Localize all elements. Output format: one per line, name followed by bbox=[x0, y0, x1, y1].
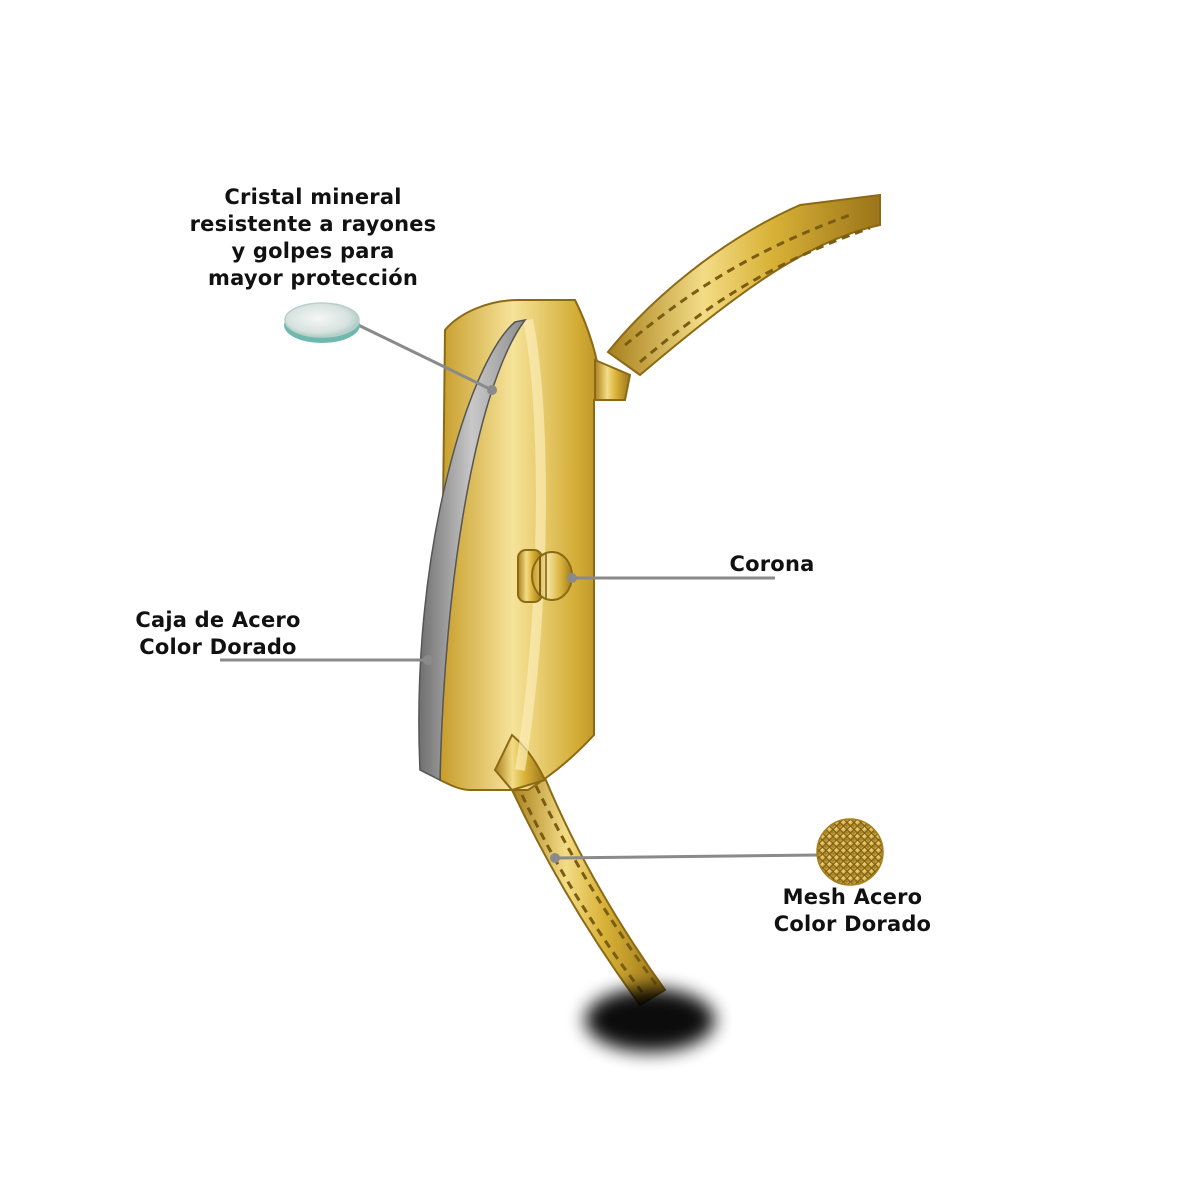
leader-dot-case bbox=[423, 655, 433, 665]
crystal-annotation-line-4: mayor protección bbox=[208, 266, 418, 290]
leader-line-crystal bbox=[351, 320, 493, 392]
crystal-annotation-line-3: y golpes para bbox=[231, 239, 395, 263]
leader-dot-mesh bbox=[550, 853, 560, 863]
mesh-annotation-line-2: Color Dorado bbox=[773, 912, 932, 936]
watch-crown bbox=[517, 549, 573, 603]
mesh-annotation-line-1: Mesh Acero bbox=[782, 885, 923, 909]
glass-crystal-icon bbox=[284, 302, 360, 343]
case-annotation-line-2: Color Dorado bbox=[139, 635, 297, 659]
crown-annotation: Corona bbox=[722, 551, 822, 578]
gold-mesh-swatch-icon bbox=[816, 818, 884, 886]
crystal-annotation-line-2: resistente a rayones bbox=[189, 212, 437, 236]
case-annotation-line-1: Caja de Acero bbox=[135, 608, 301, 632]
mesh-annotation: Mesh Acero Color Dorado bbox=[765, 884, 940, 938]
leader-line-mesh bbox=[554, 853, 821, 860]
case-annotation: Caja de Acero Color Dorado bbox=[128, 607, 308, 661]
lower-mesh-strap bbox=[510, 776, 667, 1007]
leader-dots bbox=[423, 385, 577, 863]
leader-dot-crystal bbox=[487, 385, 497, 395]
leader-lines bbox=[220, 320, 821, 860]
crystal-annotation-line-1: Cristal mineral bbox=[224, 185, 402, 209]
strap-shadow bbox=[585, 988, 715, 1052]
crystal-annotation: Cristal mineral resistente a rayones y g… bbox=[188, 184, 438, 292]
watch-case bbox=[418, 299, 632, 792]
crown-annotation-line-1: Corona bbox=[729, 552, 815, 576]
upper-mesh-strap bbox=[606, 193, 881, 377]
leader-dot-crown bbox=[567, 573, 577, 583]
